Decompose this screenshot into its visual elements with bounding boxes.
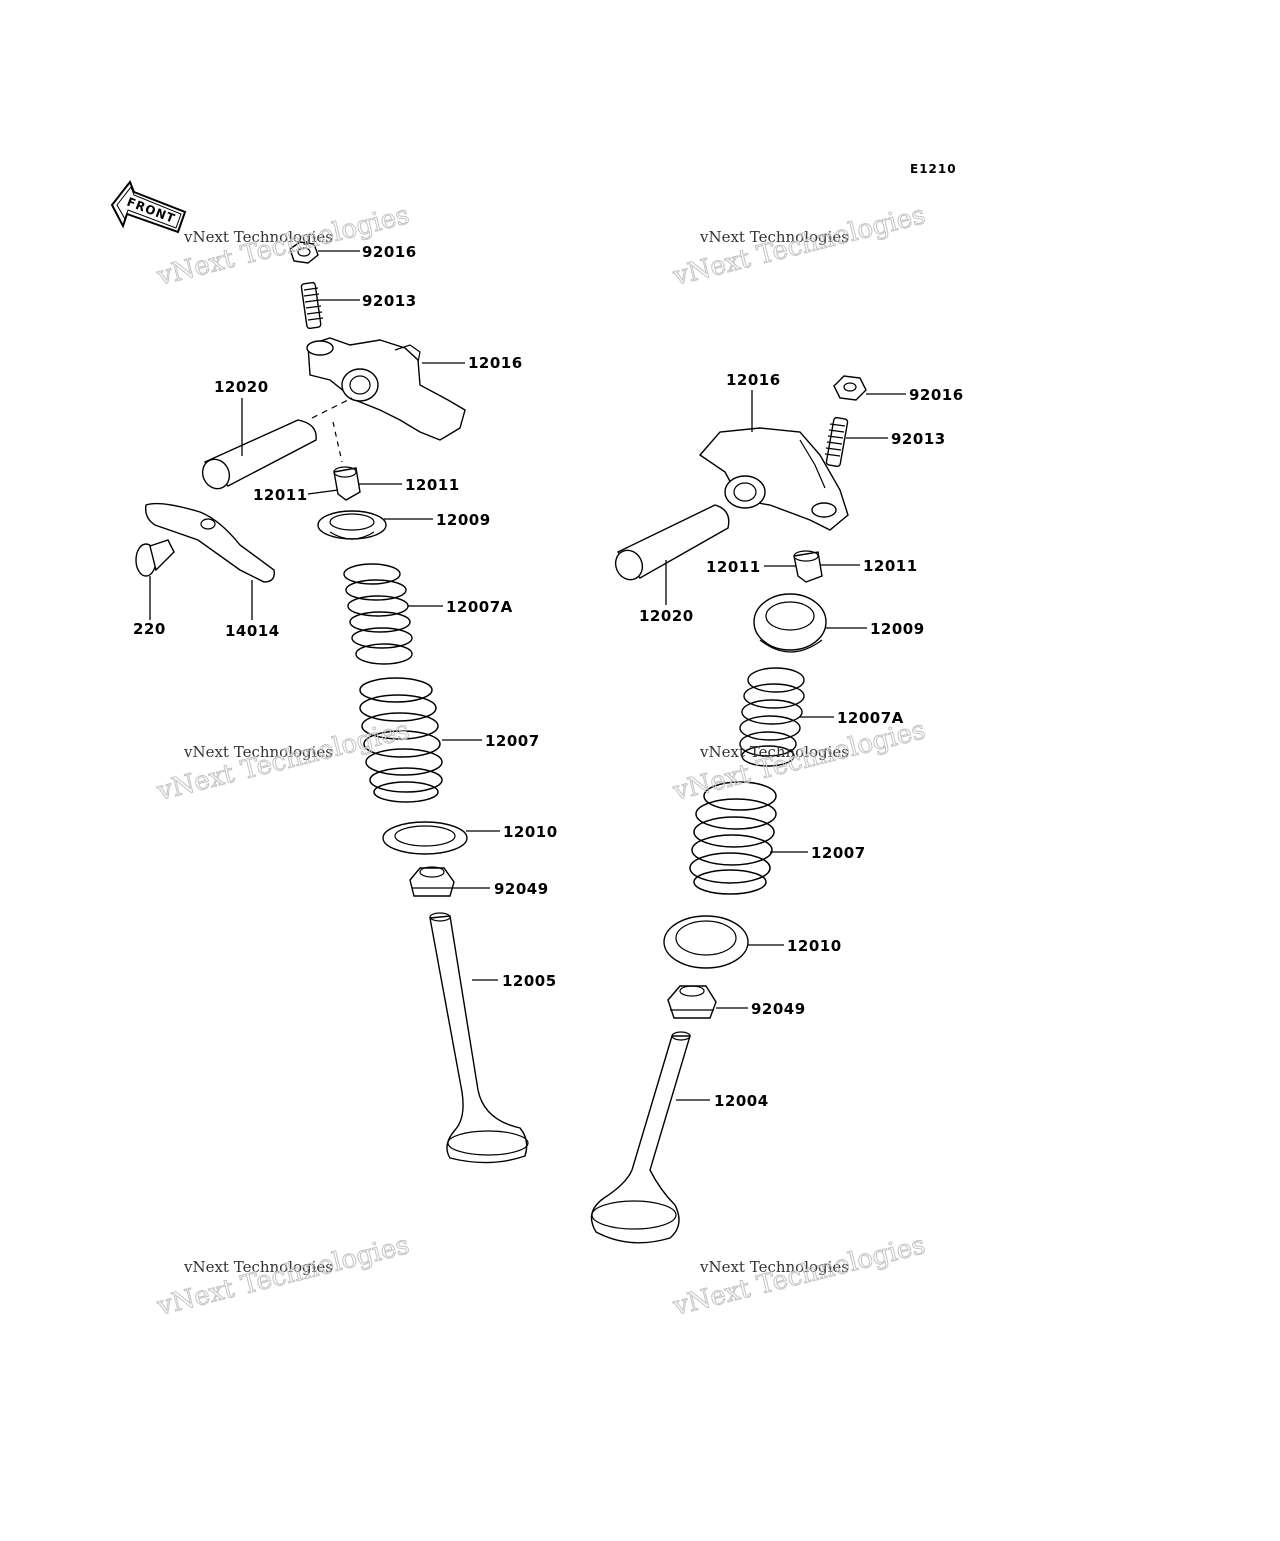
svg-text:vNext Technologies: vNext Technologies [183,743,333,761]
part-label: 12011 [706,558,761,576]
watermark: vNext Technologies vNext Technologies [153,1230,413,1323]
right-retainer-12009 [753,593,827,653]
part-label: 92013 [891,430,946,448]
part-label: 12011 [253,486,308,504]
part-label: 92016 [362,243,417,261]
part-label: 12004 [714,1092,769,1110]
left-assembly-parts [135,241,529,1164]
part-label: 12016 [726,371,781,389]
right-washer-12010 [663,915,749,969]
part-label: 220 [133,620,166,638]
left-part-labels: 92016 92013 12016 12020 12011 12011 1200… [133,243,558,990]
right-rocker-arm-12016 [698,427,849,531]
left-plate-14014 [145,502,275,583]
svg-text:vNext Technologies: vNext Technologies [669,1230,928,1322]
left-retainer-12009 [317,510,387,540]
diagram-code: E1210 [910,162,957,176]
leader-lines [149,250,906,1101]
left-inner-spring-12007A [343,563,413,665]
part-label: 92049 [751,1000,806,1018]
watermark: vNext Technologies vNext Technologies [669,200,929,293]
part-label: 92049 [494,880,549,898]
part-label: 12009 [870,620,925,638]
part-label: 12007A [446,598,513,616]
part-label: 12007 [811,844,866,862]
left-seal-92049 [409,866,455,897]
left-screw-220 [135,539,175,577]
right-seal-92049 [667,985,717,1019]
right-part-labels: 12016 92016 92013 12011 12011 12020 1200… [639,371,964,1110]
front-arrow-icon: FRONT [110,180,187,234]
part-label: 12009 [436,511,491,529]
part-label: 92013 [362,292,417,310]
left-outer-spring-12007 [359,677,443,803]
svg-text:vNext Technologies: vNext Technologies [699,228,849,246]
left-shaft-12020 [201,397,353,490]
left-nut-92016 [289,241,319,264]
part-label: 12010 [503,823,558,841]
part-label: 12011 [863,557,918,575]
right-nut-92016 [833,375,867,401]
part-label: 92016 [909,386,964,404]
part-label: 12007A [837,709,904,727]
part-label: 12010 [787,937,842,955]
left-valve-12005 [429,912,529,1164]
left-collet-12011 [333,466,361,501]
left-rocker-arm-12016 [306,337,466,441]
part-label: 12011 [405,476,460,494]
right-inner-spring-12007A [739,667,805,767]
right-screw-92013 [824,416,849,468]
svg-text:vNext Technologies: vNext Technologies [669,715,928,807]
watermark: vNext Technologies vNext Technologies [669,715,929,808]
part-label: 12020 [214,378,269,396]
watermark: vNext Technologies vNext Technologies [669,1230,929,1323]
part-label: 12016 [468,354,523,372]
left-screw-92013 [300,281,324,330]
svg-text:vNext Technologies: vNext Technologies [699,743,849,761]
svg-text:vNext Technologies: vNext Technologies [153,1230,412,1322]
right-assembly-parts [590,375,867,1244]
right-shaft-12020 [614,504,730,581]
right-collet-12011 [793,550,823,583]
right-outer-spring-12007 [689,781,777,895]
right-valve-12004 [590,1031,691,1244]
svg-text:vNext Technologies: vNext Technologies [699,1258,849,1276]
svg-text:vNext Technologies: vNext Technologies [183,1258,333,1276]
part-label: 12007 [485,732,540,750]
svg-text:vNext Technologies: vNext Technologies [183,228,333,246]
part-label: 14014 [225,622,280,640]
svg-text:vNext Technologies: vNext Technologies [669,200,928,292]
part-label: 12005 [502,972,557,990]
part-label: 12020 [639,607,694,625]
left-washer-12010 [382,821,468,855]
